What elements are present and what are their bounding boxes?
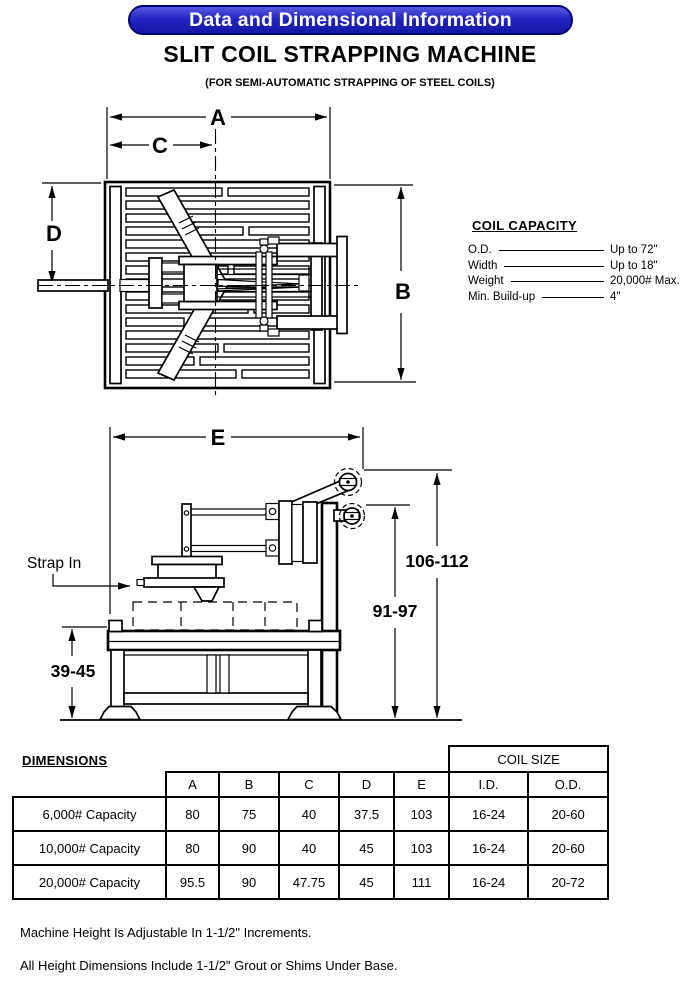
- side-view-drawing: E: [27, 425, 469, 721]
- dimensions-table-section: DIMENSIONS COIL SIZE A B C D E I.D. O.D.…: [12, 745, 610, 900]
- capacity-value: 4": [610, 290, 621, 303]
- strap-head-side: [157, 563, 217, 580]
- leader-line: [504, 265, 604, 267]
- strap-in-label: Strap In: [27, 555, 81, 572]
- cell: 37.5: [338, 796, 395, 832]
- cell: 103: [392, 830, 451, 866]
- dim-label-height-base: 39-45: [51, 661, 96, 681]
- cell: 20-72: [527, 864, 610, 900]
- cell: 16-24: [448, 864, 530, 900]
- column-header-od: O.D.: [527, 771, 610, 798]
- coil-capacity-row: Min. Build-up 4": [468, 290, 700, 306]
- dim-label-c: C: [152, 133, 168, 158]
- coil-capacity-title: COIL CAPACITY: [472, 218, 578, 233]
- cell: 80: [165, 796, 220, 832]
- clamp-arm-lower: [276, 315, 346, 330]
- cell: 16-24: [448, 830, 530, 866]
- mast-post: [320, 501, 339, 714]
- row-label: 10,000# Capacity: [12, 830, 167, 866]
- dimensions-table: COIL SIZE A B C D E I.D. O.D. 6,000# Cap…: [12, 745, 610, 900]
- capacity-value: Up to 72": [610, 244, 658, 256]
- column-header-id: I.D.: [448, 771, 530, 798]
- column-header-b: B: [218, 771, 280, 798]
- column-header-a: A: [165, 771, 220, 798]
- dim-label-e: E: [211, 425, 226, 450]
- capacity-label: Min. Build-up: [468, 290, 536, 303]
- page-title: SLIT COIL STRAPPING MACHINE: [163, 41, 537, 67]
- page-subtitle: (FOR SEMI-AUTOMATIC STRAPPING OF STEEL C…: [205, 77, 495, 89]
- coil-capacity-row: O.D. Up to 72": [468, 243, 700, 259]
- cell: 45: [338, 864, 395, 900]
- coil-capacity-row: Weight 20,000# Max.: [468, 274, 700, 290]
- coil-capacity-section: COIL CAPACITY O.D. Up to 72" Width Up to…: [468, 218, 700, 305]
- note-height-adjustable: Machine Height Is Adjustable In 1-1/2" I…: [20, 925, 312, 940]
- capacity-label: Width: [468, 259, 498, 272]
- cell: 40: [278, 796, 340, 832]
- capacity-label: Weight: [468, 275, 504, 287]
- column-header-c: C: [278, 771, 340, 798]
- leader-line: [542, 296, 604, 298]
- cell: 80: [165, 830, 220, 866]
- dim-label-d: D: [46, 221, 62, 246]
- cell: 45: [338, 830, 395, 866]
- table-row: 6,000# Capacity 80 75 40 37.5 103 16-24 …: [12, 796, 610, 832]
- banner: Data and Dimensional Information: [128, 5, 573, 35]
- cell: 90: [218, 864, 280, 900]
- clamp-arm-upper: [276, 242, 346, 258]
- capacity-value: Up to 18": [610, 259, 658, 272]
- column-header-d: D: [338, 771, 395, 798]
- banner-label: Data and Dimensional Information: [189, 8, 512, 31]
- row-label: 6,000# Capacity: [12, 796, 167, 832]
- foot-left: [98, 705, 142, 721]
- cell: 16-24: [448, 796, 530, 832]
- leader-line: [510, 281, 604, 283]
- cell: 75: [218, 796, 280, 832]
- dim-label-a: A: [210, 105, 226, 130]
- cell: 47.75: [278, 864, 340, 900]
- cell: 20-60: [527, 830, 610, 866]
- table-row: 10,000# Capacity 80 90 40 45 103 16-24 2…: [12, 830, 610, 866]
- coil-outline: [132, 601, 298, 631]
- row-label: 20,000# Capacity: [12, 864, 167, 900]
- capacity-value: 20,000# Max.: [610, 275, 680, 287]
- leader-line: [498, 250, 604, 252]
- top-view-drawing: A C D B: [37, 105, 416, 399]
- foot-right: [286, 705, 343, 721]
- column-header-e: E: [392, 771, 451, 798]
- table-row: 20,000# Capacity 95.5 90 47.75 45 111 16…: [12, 864, 610, 900]
- coil-capacity-row: Width Up to 18": [468, 259, 700, 275]
- cell: 40: [278, 830, 340, 866]
- dim-label-height-overall: 106-112: [405, 551, 469, 571]
- cylinder-body: [278, 500, 293, 565]
- strap-head-top: [183, 263, 218, 303]
- note-grout-shims: All Height Dimensions Include 1-1/2" Gro…: [20, 958, 398, 973]
- capacity-label: O.D.: [468, 244, 492, 256]
- strap-chute: [192, 586, 221, 602]
- dimensions-caption: DIMENSIONS: [22, 753, 108, 768]
- cell: 111: [392, 864, 451, 900]
- strap-in-leader: [52, 574, 130, 590]
- dim-label-b: B: [395, 279, 411, 304]
- cell: 20-60: [527, 796, 610, 832]
- cell: 95.5: [165, 864, 220, 900]
- machine-table: [106, 629, 342, 652]
- cell: 103: [392, 796, 451, 832]
- dim-label-height-mid: 91-97: [373, 601, 418, 621]
- coil-size-group-header: COIL SIZE: [448, 745, 610, 773]
- cell: 90: [218, 830, 280, 866]
